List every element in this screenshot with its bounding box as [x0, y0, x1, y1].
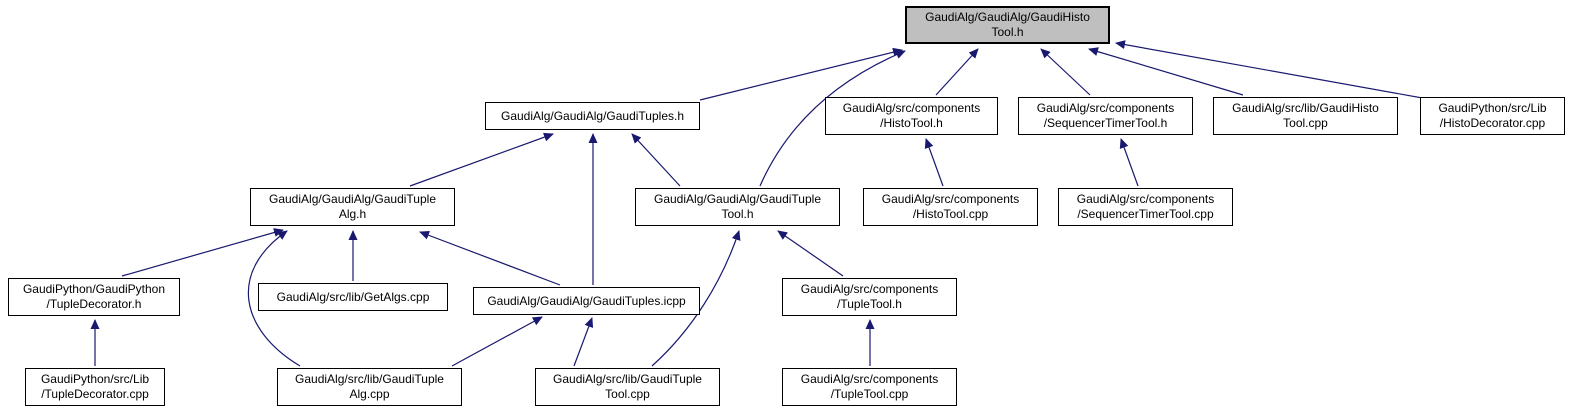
edge-sequencer-timer-tool-h-gaudi-histo-tool-h [1040, 48, 1091, 96]
edge-gaudi-tuples-h-gaudi-histo-tool-h [699, 47, 903, 101]
node-tuple-decorator-h[interactable]: GaudiPython/GaudiPython /TupleDecorator.… [8, 278, 180, 316]
edge-gaudi-histo-tool-cpp-gaudi-histo-tool-h [1088, 47, 1244, 96]
edge-histo-tool-cpp-histo-tool-h [924, 138, 944, 187]
edge-gaudi-tuples-icpp-gaudi-tuple-alg-h [419, 230, 561, 286]
edge-sequencer-timer-tool-cpp-sequencer-timer-tool-h [1119, 138, 1139, 187]
edge-gaudi-tuple-tool-h-gaudi-tuples-h [631, 133, 681, 187]
node-histo-tool-cpp[interactable]: GaudiAlg/src/components /HistoTool.cpp [863, 188, 1038, 226]
node-gaudi-tuple-alg-cpp[interactable]: GaudiAlg/src/lib/GaudiTuple Alg.cpp [277, 368, 462, 406]
node-gaudi-histo-tool-h[interactable]: GaudiAlg/GaudiAlg/GaudiHisto Tool.h [905, 6, 1110, 44]
node-gaudi-tuple-tool-h[interactable]: GaudiAlg/GaudiAlg/GaudiTuple Tool.h [635, 188, 840, 226]
node-sequencer-timer-tool-h[interactable]: GaudiAlg/src/components /SequencerTimerT… [1018, 97, 1193, 135]
node-gaudi-histo-tool-cpp[interactable]: GaudiAlg/src/lib/GaudiHisto Tool.cpp [1213, 97, 1398, 135]
node-sequencer-timer-tool-cpp[interactable]: GaudiAlg/src/components /SequencerTimerT… [1058, 188, 1233, 226]
edge-histo-tool-h-gaudi-histo-tool-h [935, 48, 979, 96]
node-tuple-tool-h[interactable]: GaudiAlg/src/components /TupleTool.h [782, 278, 957, 316]
edge-gaudi-tuple-tool-h-gaudi-histo-tool-h [759, 50, 906, 187]
node-gaudi-tuple-alg-h[interactable]: GaudiAlg/GaudiAlg/GaudiTuple Alg.h [250, 188, 455, 226]
edge-gaudi-tuple-alg-h-gaudi-tuples-h [409, 132, 554, 187]
node-gaudi-tuples-icpp[interactable]: GaudiAlg/GaudiAlg/GaudiTuples.icpp [473, 287, 700, 315]
edge-gaudi-tuple-tool-cpp-gaudi-tuple-tool-h [651, 230, 741, 367]
edge-gaudi-tuple-alg-cpp-gaudi-tuples-icpp [451, 316, 543, 367]
node-histo-tool-h[interactable]: GaudiAlg/src/components /HistoTool.h [825, 97, 998, 135]
node-tuple-tool-cpp[interactable]: GaudiAlg/src/components /TupleTool.cpp [782, 368, 957, 406]
edge-tuple-decorator-h-gaudi-tuple-alg-h [121, 228, 284, 277]
edge-tuple-tool-h-gaudi-tuple-tool-h [777, 230, 844, 277]
node-gaudi-tuples-h[interactable]: GaudiAlg/GaudiAlg/GaudiTuples.h [485, 102, 700, 130]
edge-histo-decorator-cpp-gaudi-histo-tool-h [1115, 40, 1429, 100]
node-tuple-decorator-cpp[interactable]: GaudiPython/src/Lib /TupleDecorator.cpp [25, 368, 165, 406]
edge-gaudi-tuple-tool-cpp-gaudi-tuples-icpp [573, 317, 594, 367]
node-histo-decorator-cpp[interactable]: GaudiPython/src/Lib /HistoDecorator.cpp [1420, 97, 1565, 135]
node-gaudi-tuple-tool-cpp[interactable]: GaudiAlg/src/lib/GaudiTuple Tool.cpp [535, 368, 720, 406]
edge-gaudi-tuple-alg-cpp-gaudi-tuple-alg-h [247, 230, 301, 367]
node-get-algs-cpp[interactable]: GaudiAlg/src/lib/GetAlgs.cpp [258, 283, 448, 311]
